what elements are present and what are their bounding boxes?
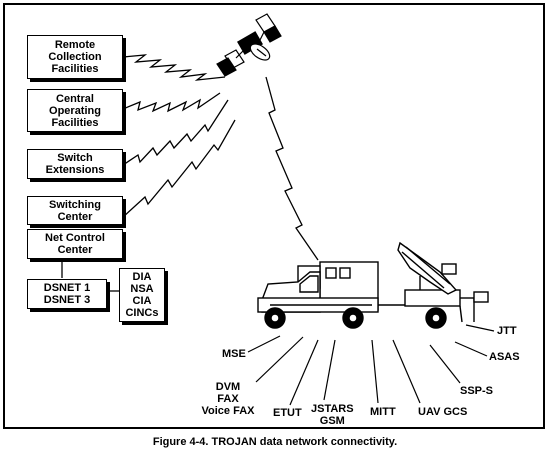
label-dvm-fax: DVM FAX Voice FAX [201, 381, 255, 417]
label-jstars-gsm: JSTARS GSM [311, 403, 354, 427]
link-central [122, 92, 221, 113]
pointer-dvm [255, 336, 304, 383]
pointer-jstars [323, 339, 336, 401]
pointer-jtt [465, 324, 495, 332]
box-switching-center: Switching Center [27, 196, 123, 225]
link-switching-center [122, 119, 236, 218]
figure-caption: Figure 4-4. TROJAN data network connecti… [152, 436, 398, 448]
label-asas: ASAS [489, 351, 520, 363]
pointer-uav [392, 339, 421, 404]
label-uav-gcs: UAV GCS [418, 406, 468, 418]
box-net-control-center: Net Control Center [27, 229, 123, 259]
link-vehicle [265, 76, 319, 261]
box-central-operating: Central Operating Facilities [27, 89, 123, 132]
link-remote [122, 54, 226, 81]
pointer-etut [289, 339, 319, 406]
label-ssp-s: SSP-S [460, 385, 494, 397]
box-agencies: DIA NSA CIA CINCs [119, 268, 165, 322]
vehicle-icon [257, 241, 489, 329]
box-switch-extensions: Switch Extensions [27, 149, 123, 179]
figure-frame [3, 3, 545, 429]
label-jtt: JTT [497, 325, 517, 337]
label-mse: MSE [222, 348, 246, 360]
pointer-ssp [429, 344, 461, 384]
pointer-mitt [371, 339, 379, 404]
satellite-icon [216, 13, 282, 77]
pointer-mse [247, 335, 281, 353]
label-etut: ETUT [273, 407, 302, 419]
label-mitt: MITT [370, 406, 396, 418]
pointer-asas [454, 341, 488, 357]
box-remote-collection: Remote Collection Facilities [27, 35, 123, 79]
link-switch-ext [122, 99, 229, 166]
box-dsnet: DSNET 1 DSNET 3 [27, 279, 107, 309]
